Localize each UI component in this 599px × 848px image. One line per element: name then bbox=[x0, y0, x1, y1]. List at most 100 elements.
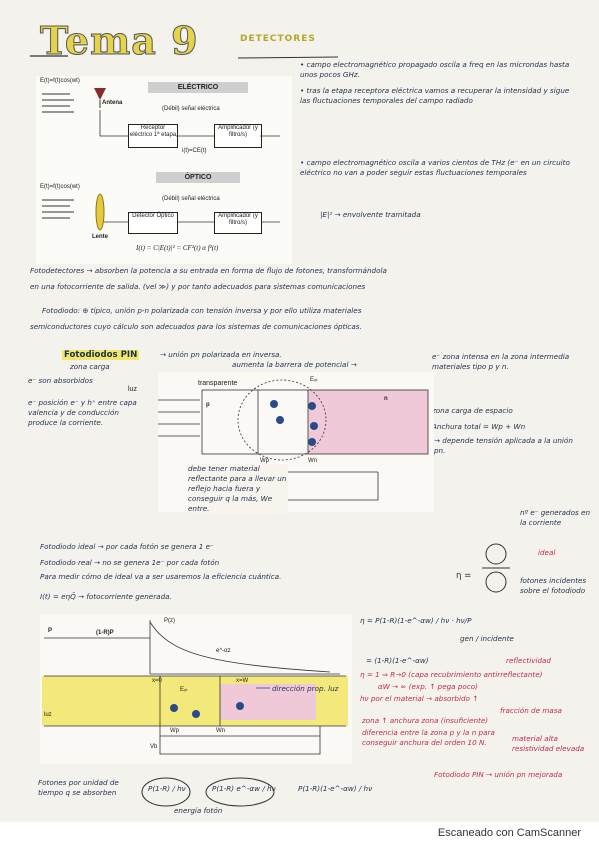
eta-cond-5: zona ↑ anchura zona (insuficiente) bbox=[362, 716, 489, 725]
electron-dot bbox=[236, 702, 244, 710]
title-underline bbox=[30, 55, 339, 59]
eta-eq-1: η = P(1-R)(1-e^-αw) / hν · hν/P bbox=[360, 616, 472, 625]
electron-dot bbox=[270, 400, 278, 408]
pin-line-1b: aumenta la barrera de potencial → bbox=[232, 360, 357, 369]
pin-left-notes: e⁻ posición e⁻ y h⁺ entre capa valencia … bbox=[28, 398, 137, 427]
n-region bbox=[308, 390, 428, 454]
scanned-page: Tema 9 DETECTORES E(t)=f(t)cos(wt) Anten… bbox=[0, 0, 599, 822]
eta-label: η = bbox=[456, 571, 472, 581]
electron-dot bbox=[308, 438, 316, 446]
wp-label-2: Wp bbox=[170, 728, 179, 734]
antenna-label: Antena bbox=[102, 100, 123, 106]
eta-fraction bbox=[482, 543, 510, 593]
eta-cond-1: η = 1 ⇒ R→0 (capa recubrimiento antirref… bbox=[360, 670, 543, 679]
absorption-diagram: P (1-R)P P(z) e^-αz x=0 x=W Eₓₜ direcció… bbox=[40, 614, 352, 764]
pin-mejorada: Fotodiodo PIN → unión pn mejorada bbox=[434, 770, 563, 779]
antenna-icon bbox=[94, 88, 106, 108]
electron-dot bbox=[276, 416, 284, 424]
pz-label: P(z) bbox=[164, 618, 175, 624]
weak-signal-label-2: (Débil) señal eléctrica bbox=[162, 196, 220, 202]
fotones-note: fotones incidentes sobre el fotodiodo bbox=[520, 576, 587, 595]
absorption-curves bbox=[44, 620, 346, 755]
p-label: p bbox=[206, 402, 210, 408]
pin-right-top: e⁻ zona intensa en la zona intermedia ma… bbox=[432, 352, 570, 371]
pin-line-1: → unión pn polarizada en inversa. bbox=[160, 350, 282, 359]
wn-label-2: Wn bbox=[216, 728, 225, 734]
fotodetectores-line-4: semiconductores cuyo cálculo son adecuad… bbox=[30, 322, 362, 331]
bottom-f1: P(1-R) / hν bbox=[148, 784, 186, 793]
n-label: n bbox=[384, 396, 388, 402]
eta-eq-2: = (1-R)(1-e^-αw) bbox=[366, 656, 429, 665]
electron-dot bbox=[170, 704, 178, 712]
energia-note: energía fotón bbox=[174, 806, 223, 815]
note-recover-intensity: • tras la etapa receptora eléctrica vamo… bbox=[300, 86, 570, 105]
detector-box: Detector Óptico bbox=[128, 212, 178, 234]
electron-dot bbox=[192, 710, 200, 718]
note-envolvente: |E|² → envolvente tramitada bbox=[320, 210, 421, 219]
current-formula-1: i(t)=CE(t) bbox=[182, 148, 207, 154]
fotodetectores-line-1: Fotodetectores → absorben la potencia a … bbox=[30, 266, 387, 275]
x0-label: x=0 bbox=[152, 678, 162, 684]
receptor-box: Receptor eléctrico 1ª etapa bbox=[128, 124, 178, 148]
pin-zona-espacio: zona carga de espacio bbox=[432, 406, 513, 415]
bottom-circles bbox=[141, 777, 275, 807]
ext-label: Eₓₜ bbox=[310, 377, 318, 383]
optico-band: ÓPTICO bbox=[156, 172, 240, 183]
amplifier-box-1: Amplificador (y filtro/s) bbox=[214, 124, 262, 148]
pin-zona-carga: zona carga bbox=[70, 362, 110, 371]
transparente-label: transparente bbox=[198, 380, 238, 387]
prop-label: dirección prop. luz bbox=[272, 684, 339, 693]
ne-note: nº e⁻ generados en la corriente bbox=[520, 508, 591, 527]
ideal-line-4: I(t) = eηQ̄ → fotocorriente generada. bbox=[40, 592, 172, 601]
n-region-2 bbox=[220, 684, 316, 720]
weak-signal-label-1: (Débil) señal eléctrica bbox=[162, 106, 220, 112]
scanner-credit: Escaneado con CamScanner bbox=[437, 827, 581, 839]
ext-label-2: Eₓₜ bbox=[180, 687, 188, 693]
lens-label: Lente bbox=[92, 234, 109, 240]
note-thz: • campo electromagnético oscila a varios… bbox=[300, 158, 570, 177]
eta-cond-6: diferencia entre la zona p y la n para c… bbox=[362, 728, 495, 747]
fotones-absorbidos-label: Fotones por unidad de tiempo q se absorb… bbox=[38, 778, 119, 797]
intensity-formula: I(t) = C|E(t)|² = CF²(t) α f²(t) bbox=[136, 244, 219, 252]
connector-lines-1 bbox=[99, 110, 280, 223]
note-microwaves: • campo electromagnético propagado oscil… bbox=[300, 60, 570, 79]
electron-dot bbox=[308, 402, 316, 410]
pin-diagram: transparente Eₓₜ p n luz Wp Wn Vb debe t… bbox=[128, 372, 434, 514]
wave-icon-2 bbox=[42, 199, 74, 219]
r1p-label: (1-R)P bbox=[96, 630, 114, 636]
bottom-f2: P(1-R) e^-αw / hν bbox=[212, 784, 276, 793]
reflectividad-note: reflectividad bbox=[506, 656, 551, 665]
fotodetectores-line-3: Fotodiodo: ⊕ típico, unión p-n polarizad… bbox=[42, 306, 362, 315]
electron-dot bbox=[310, 422, 318, 430]
luz-label-2: luz bbox=[44, 712, 52, 718]
ideal-line-2: Fotodiodo real → no se genera 1e⁻ por ca… bbox=[40, 558, 220, 567]
eaz-label: e^-αz bbox=[216, 648, 231, 654]
fotodetectores-line-2: en una fotocorriente de salida. (vel ≫) … bbox=[30, 282, 366, 291]
pin-depende: → depende tensión aplicada a la unión pn… bbox=[434, 436, 573, 455]
eta-cond-2: αW → ∞ (exp. ↑ pega poco) bbox=[378, 682, 478, 691]
signal-label-1: E(t)=f(t)cos(wt) bbox=[40, 78, 80, 84]
pin-anchura: Anchura total = Wp + Wn bbox=[432, 422, 526, 431]
pin-heading: Fotodiodos PIN bbox=[62, 350, 140, 360]
luz-label: luz bbox=[128, 386, 137, 393]
p-label-2: P bbox=[48, 628, 53, 634]
amplifier-box-2: Amplificador (y filtro/s) bbox=[214, 212, 262, 234]
ideal-line-3: Para medir cómo de ideal va a ser usarem… bbox=[40, 572, 282, 581]
ideal-line-1: Fotodiodo ideal → por cada fotón se gene… bbox=[40, 542, 214, 551]
electrico-band: ELÉCTRICO bbox=[148, 82, 248, 93]
scanner-footer: Escaneado con CamScanner bbox=[0, 822, 599, 848]
eta-sub: gen / incidente bbox=[460, 634, 514, 643]
eta-cond-3: hν por el material → absorbido ↑ bbox=[360, 694, 479, 703]
xw-label: x=W bbox=[236, 678, 249, 684]
wave-icon bbox=[42, 93, 74, 113]
signal-label-2: E(t)=f(t)cos(wt) bbox=[40, 184, 80, 190]
wn-label: Wn bbox=[308, 458, 317, 464]
figure-receivers: E(t)=f(t)cos(wt) Antena ELÉCTRICO (Débil… bbox=[36, 76, 292, 264]
bottom-f3: P(1-R)(1-e^-αw) / hν bbox=[298, 784, 373, 793]
vb-label-2: Vb bbox=[150, 744, 158, 750]
ideal-note: ideal bbox=[538, 548, 556, 557]
lens-icon bbox=[95, 193, 105, 231]
pin-absorbidos: e⁻ son absorbidos bbox=[28, 376, 93, 385]
wp-label: Wp bbox=[260, 458, 269, 464]
page-subtitle: DETECTORES bbox=[240, 34, 316, 44]
